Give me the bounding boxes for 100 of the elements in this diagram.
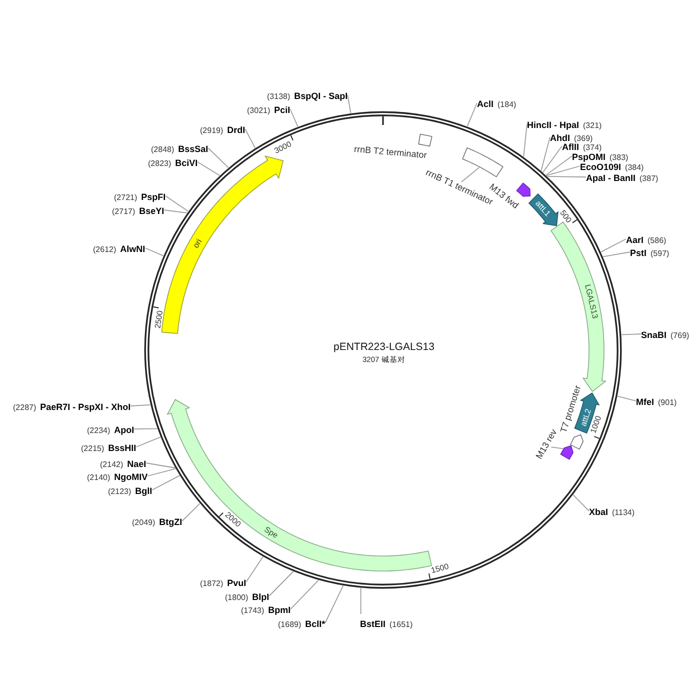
enzyme-name: ApoI [114,425,134,435]
enzyme-name: BclI* [305,619,326,629]
leader-line [621,334,642,336]
site-position: (2140) [87,473,110,482]
leader-line [290,580,319,610]
leader-line [542,146,562,173]
leader-line [360,588,362,614]
site-position: (2142) [100,460,124,469]
site-position: (184) [498,100,516,109]
leader-line [182,503,200,522]
site-position: (2919) [200,126,224,135]
leader-line [134,428,158,430]
leader-line [147,468,176,476]
site-position: (901) [658,398,677,407]
site-position: (321) [583,121,602,130]
leader-line [244,128,256,148]
enzyme-name: MfeI [636,397,654,407]
leader-line [460,166,480,182]
tick-label: 1500 [430,562,450,576]
enzyme-name: AflII [562,142,579,152]
leader-line [164,210,188,214]
site-position: (2612) [93,245,116,254]
site-position: (2848) [151,145,174,154]
enzyme-name: BspQI - SapI [294,91,348,101]
site-position: (383) [610,153,628,162]
leader-line [146,462,176,468]
leader-line [572,494,590,512]
feature-label: LGALS13 [582,284,600,320]
site-position: (2049) [132,518,156,527]
leader-line [208,148,229,168]
enzyme-name: PvuI [227,578,246,588]
leader-line [197,162,220,176]
site-position: (769) [670,331,690,340]
leader-line [600,238,626,252]
site-position: (2721) [114,193,138,202]
leader-line [523,124,528,158]
enzyme-name: AlwNI [120,244,146,254]
site-position: (2717) [112,207,136,216]
enzyme-name: PciI [274,105,290,115]
site-position: (1651) [390,620,413,629]
enzyme-name: EcoO109I [580,162,622,172]
enzyme-name: DrdI [227,125,246,135]
enzyme-name: PspOMI [572,152,606,162]
site-position: (2234) [87,426,110,435]
enzyme-name: PspFI [141,192,166,202]
enzyme-name: BssSaI [178,144,208,154]
enzyme-name: XbaI [589,507,608,517]
site-position: (2287) [13,403,36,412]
feature-label: rrnB T2 terminator [354,144,428,160]
enzyme-name: BssHII [108,443,136,453]
leader-line [268,571,294,596]
enzyme-name: PstI [630,248,647,258]
site-position: (2215) [81,444,104,453]
leader-line [546,166,580,176]
site-position: (1800) [225,593,248,602]
enzyme-name: AclI [477,99,494,109]
leader-line [347,94,352,114]
site-position: (374) [583,143,602,152]
leader-line [324,585,344,624]
site-position: (597) [650,249,670,258]
enzyme-name: AhdI [550,133,570,143]
leader-line [546,176,586,178]
site-position: (1872) [200,579,224,588]
leader-line [546,156,572,176]
tick-label: 3000 [273,139,294,156]
leader-line [550,446,564,450]
feature-label: Spe [263,524,280,540]
site-position: (384) [625,163,644,172]
enzyme-name: SnaBI [641,330,667,340]
tick-label: 2500 [153,310,165,330]
site-position: (2123) [108,487,132,496]
site-position: (586) [648,236,666,245]
leader-line [246,556,264,582]
leader-line [165,196,189,212]
enzyme-name: BlpI [252,592,270,602]
site-position: (2823) [148,159,172,168]
feature-label: ori [191,236,204,250]
enzyme-name: NaeI [127,459,146,469]
enzyme-name: BglI [135,486,152,496]
site-position: (369) [574,134,593,143]
enzyme-name: BstEII [360,619,386,629]
leader-line [152,475,180,490]
enzyme-name: BtgZI [159,517,182,527]
leader-line [290,108,298,128]
enzyme-name: PaeR7I - PspXI - XhoI [40,402,131,412]
leader-line [617,396,636,402]
site-position: (1689) [278,620,302,629]
site-position: (3138) [267,92,290,101]
enzyme-name: BseYI [139,206,164,216]
site-position: (3021) [247,106,270,115]
enzyme-name: AarI [626,235,644,245]
site-position: (387) [640,174,658,183]
enzyme-name: BciVI [175,158,198,168]
leader-line [144,248,164,256]
leader-line [136,436,161,448]
plasmid-name: pENTR223-LGALS13 [334,341,434,353]
leader-line [130,404,151,406]
leader-line [540,136,550,172]
enzyme-name: NgoMIV [114,472,148,482]
enzyme-name: ApaI - BanII [586,173,636,183]
